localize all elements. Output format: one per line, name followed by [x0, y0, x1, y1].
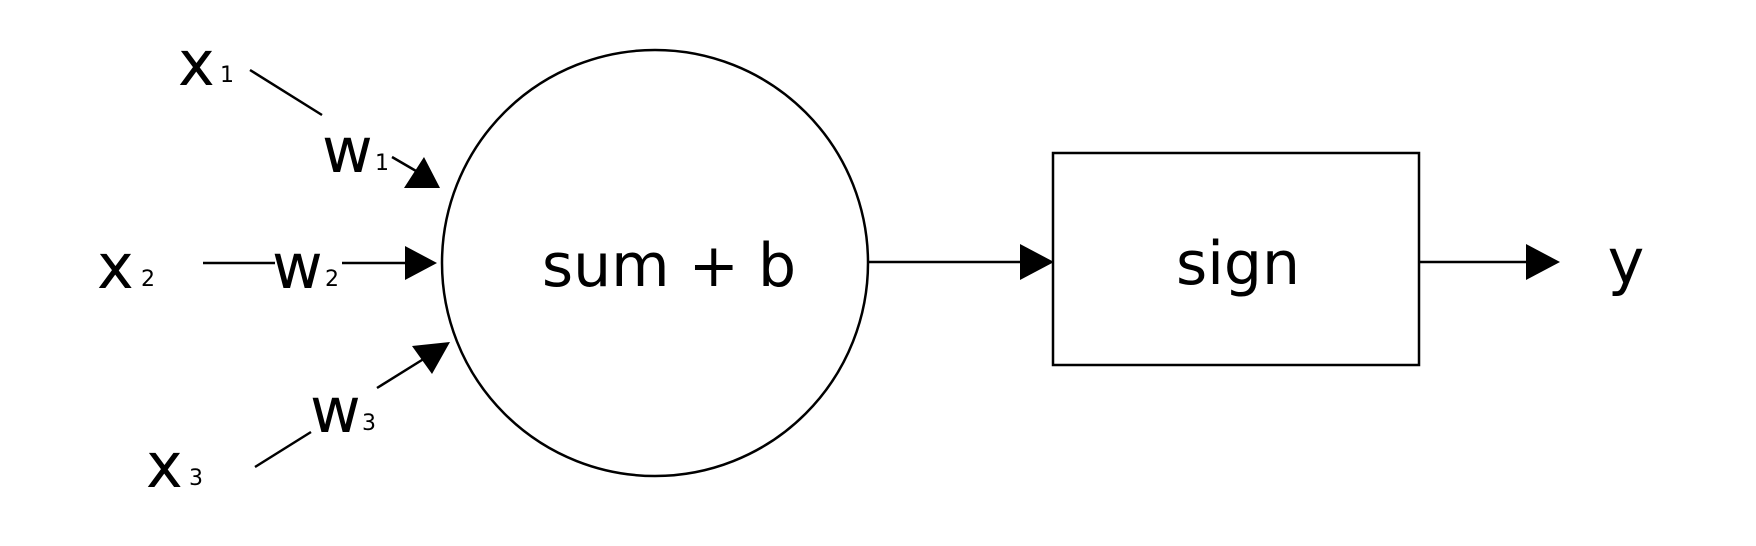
- weight-label-w2: w 2: [272, 230, 339, 303]
- arrowhead-output: [1526, 244, 1560, 280]
- input-edge-x3: [254, 342, 450, 469]
- input-variable: x: [146, 429, 183, 502]
- edge-sum-to-sign: [868, 244, 1054, 280]
- arrowhead-x3: [412, 342, 450, 374]
- input-edge-x2: [203, 246, 437, 280]
- weight-label-w3: w 3: [310, 374, 376, 447]
- input-label-x3: x 3: [146, 429, 203, 502]
- weight-label-w1: w 1: [322, 114, 389, 187]
- arrowhead-x1: [404, 157, 440, 188]
- arrowhead-x2: [405, 246, 437, 280]
- edge-sign-to-output: [1419, 244, 1560, 280]
- summation-label: sum + b: [542, 231, 796, 301]
- input-edge-x1: [249, 68, 440, 188]
- input-variable: x: [178, 27, 215, 100]
- weight-variable: w: [272, 230, 323, 303]
- weight-subscript: 1: [375, 151, 389, 176]
- output-label: y: [1608, 225, 1645, 298]
- input-subscript: 3: [189, 466, 203, 491]
- activation-label: sign: [1176, 229, 1300, 299]
- input-label-x2: x 2: [97, 230, 155, 303]
- sign-activation-box: [1051, 151, 1421, 367]
- input-variable: x: [97, 230, 134, 303]
- weight-variable: w: [322, 114, 373, 187]
- input-subscript: 2: [141, 267, 155, 292]
- arrowhead-sign: [1020, 244, 1054, 280]
- weight-subscript: 2: [325, 267, 339, 292]
- weight-subscript: 3: [362, 411, 376, 436]
- input-label-x1: x 1: [178, 27, 234, 100]
- weight-variable: w: [310, 374, 361, 447]
- input-subscript: 1: [220, 63, 234, 88]
